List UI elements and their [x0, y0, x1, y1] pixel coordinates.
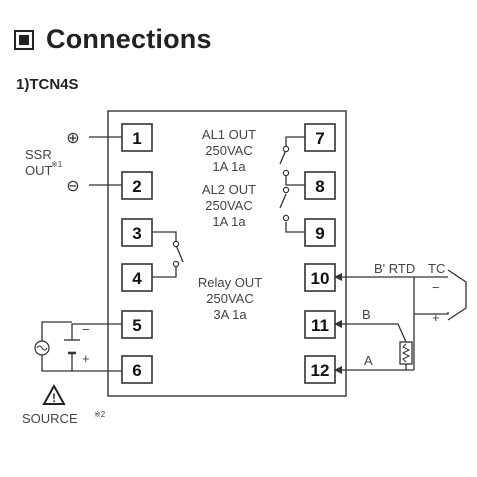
source-wire-5	[71, 323, 122, 340]
terminal-8: 8	[315, 177, 324, 196]
terminal-1: 1	[132, 129, 141, 148]
al2-voltage: 250VAC	[205, 198, 252, 213]
warning-mark: !	[52, 391, 56, 405]
terminal-3: 3	[132, 224, 141, 243]
al1-switch-blade	[279, 149, 287, 165]
al2-wire-9	[285, 222, 305, 233]
square-bullet-icon	[14, 29, 34, 50]
al2-title: AL2 OUT	[202, 182, 256, 197]
source-loop-top	[41, 321, 72, 348]
tc-bottom-lead	[414, 312, 449, 315]
heading-title: Connections	[46, 24, 212, 54]
terminal-12-box	[304, 355, 336, 384]
terminal-6: 6	[132, 361, 141, 380]
terminal-6-box	[121, 355, 153, 384]
tc-minus-label: −	[432, 280, 440, 295]
b-label: B	[362, 307, 371, 322]
terminal-7: 7	[315, 129, 324, 148]
relay-wire-4	[152, 266, 177, 278]
terminal-11: 11	[311, 316, 329, 335]
tc-label: TC	[428, 261, 445, 276]
al-common-wire-8	[285, 176, 305, 186]
al1-title: AL1 OUT	[202, 127, 256, 142]
relay-current: 3A 1a	[213, 307, 247, 322]
terminal-1-box	[121, 123, 153, 152]
ssr-minus-icon: ⊖	[66, 178, 79, 195]
terminal-10-box	[304, 263, 336, 292]
warning-triangle-icon	[42, 383, 66, 405]
terminal-2-box	[121, 171, 153, 200]
terminal-9: 9	[315, 224, 324, 243]
terminal-3-box	[121, 218, 153, 247]
terminal-4: 4	[132, 269, 142, 288]
source-label: SOURCE	[22, 411, 78, 426]
al1-wire-7	[285, 136, 305, 147]
relay-voltage: 250VAC	[206, 291, 253, 306]
relay-switch-blade	[175, 244, 184, 263]
terminal-7-box	[304, 123, 336, 152]
b-wire-segment	[377, 323, 407, 343]
al1-voltage: 250VAC	[205, 143, 252, 158]
thermocouple-icon	[447, 269, 467, 321]
section-heading: Connections	[14, 24, 212, 55]
ssr-label: SSR	[25, 147, 52, 162]
terminal-12: 12	[311, 361, 330, 380]
b-prime-rtd-label: B' RTD	[374, 261, 415, 276]
relay-title: Relay OUT	[198, 275, 262, 290]
a-label: A	[364, 353, 373, 368]
tc-plus-label: +	[432, 310, 440, 325]
terminal-5: 5	[132, 316, 141, 335]
terminal-5-box	[121, 310, 153, 339]
al1-current: 1A 1a	[212, 159, 246, 174]
source-loop-bottom	[41, 348, 122, 372]
relay-wire-3	[152, 231, 177, 242]
terminal-10: 10	[311, 269, 330, 288]
terminal-2: 2	[132, 177, 141, 196]
terminal-11-box	[304, 310, 336, 339]
rtd-resistor-icon	[399, 341, 413, 365]
source-minus-label: −	[82, 322, 90, 337]
ssr-out-label: OUT	[25, 163, 53, 178]
controller-body	[107, 110, 347, 397]
al2-switch-blade	[279, 193, 287, 209]
source-note: ※2	[94, 410, 106, 419]
ssr-note: ※1	[51, 160, 63, 169]
terminal-9-box	[304, 218, 336, 247]
model-subheading: 1)TCN4S	[16, 76, 79, 93]
source-plus-label: +	[82, 351, 90, 366]
ssr-plus-icon: ⊕	[66, 130, 79, 147]
al2-current: 1A 1a	[212, 214, 246, 229]
